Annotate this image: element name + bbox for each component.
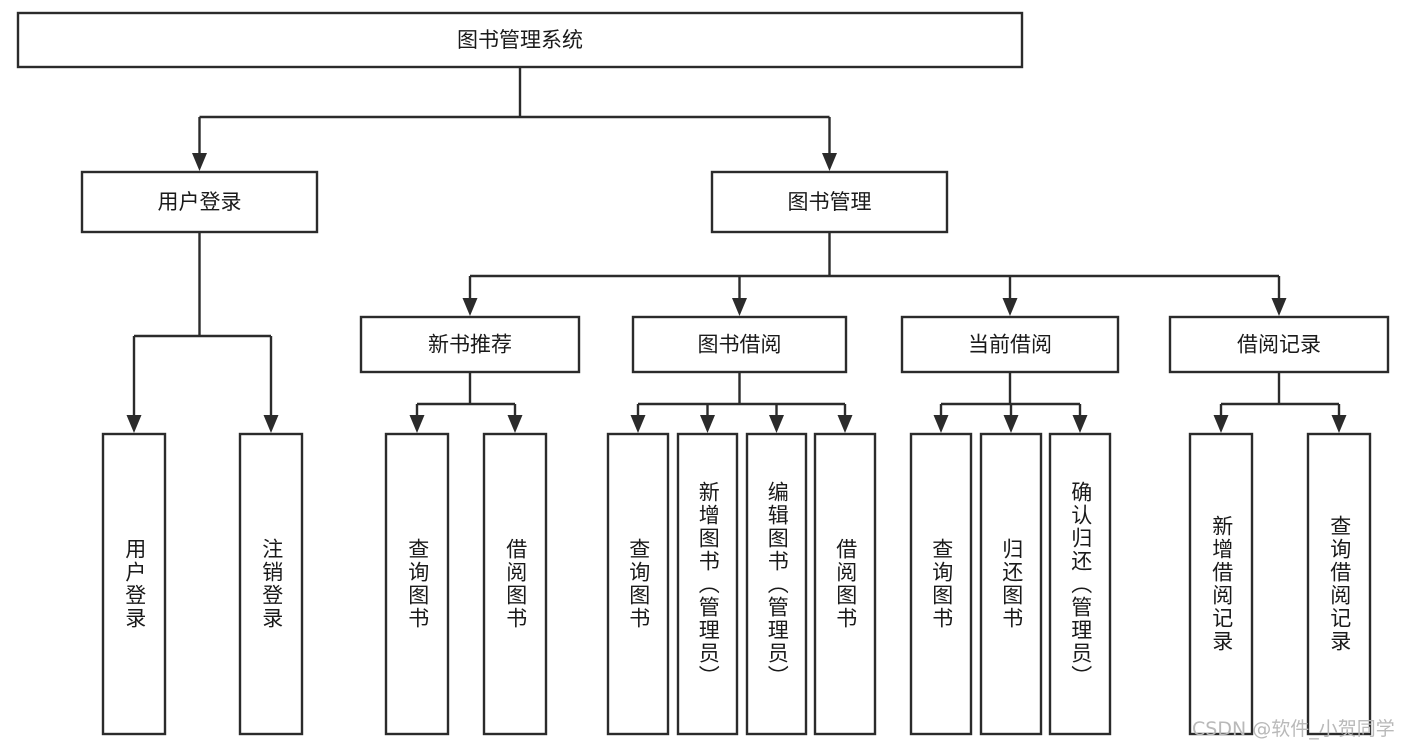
node-box-leaf_add_record[interactable] [1188, 432, 1254, 736]
node-box-borrow_record[interactable] [1168, 315, 1390, 374]
arrow-head-icon [409, 415, 425, 433]
arrow-head-icon [732, 298, 747, 316]
arrow-head-icon [1072, 415, 1088, 433]
node-box-leaf_borrow_book_2[interactable] [813, 432, 877, 736]
node-box-leaf_query_book_2[interactable] [606, 432, 670, 736]
node-box-layer [16, 11, 1390, 736]
watermark-text: CSDN @软件_小贺同学 [1192, 718, 1395, 740]
node-box-leaf_edit_book[interactable] [745, 432, 808, 736]
node-label-new_book_rec: 新书推荐 [428, 333, 512, 357]
node-label-borrow_record: 借阅记录 [1237, 333, 1321, 357]
node-box-leaf_query_book_1[interactable] [384, 432, 450, 736]
node-box-leaf_return_book[interactable] [979, 432, 1043, 736]
node-label-book_borrow: 图书借阅 [698, 333, 782, 357]
node-box-new_book_rec[interactable] [359, 315, 581, 374]
arrow-head-icon [769, 415, 784, 433]
arrow-head-icon [837, 415, 853, 433]
node-box-leaf_query_record[interactable] [1306, 432, 1372, 736]
arrow-head-icon [1002, 298, 1018, 316]
node-box-book_manage[interactable] [710, 170, 949, 234]
arrow-head-icon [1003, 415, 1019, 433]
arrow-head-icon [630, 415, 646, 433]
arrow-head-icon [1213, 415, 1229, 433]
arrow-head-icon [263, 415, 279, 433]
node-box-current_borrow[interactable] [900, 315, 1120, 374]
node-box-leaf_borrow_book_1[interactable] [482, 432, 548, 736]
arrow-head-icon [700, 415, 715, 433]
arrow-head-icon [1271, 298, 1287, 316]
arrow-head-icon [126, 415, 142, 433]
arrow-head-icon [822, 153, 837, 171]
node-box-leaf_user_login[interactable] [101, 432, 167, 736]
arrow-head-icon [933, 415, 949, 433]
arrow-head-icon [507, 415, 523, 433]
connector-layer [126, 67, 1347, 433]
node-label-current_borrow: 当前借阅 [968, 333, 1052, 357]
node-box-leaf_confirm_return[interactable] [1048, 432, 1112, 736]
node-label-root: 图书管理系统 [457, 28, 583, 52]
node-label-book_manage: 图书管理 [788, 190, 872, 214]
node-box-book_borrow[interactable] [631, 315, 848, 374]
node-box-user_login[interactable] [80, 170, 319, 234]
node-box-leaf_query_book_3[interactable] [909, 432, 973, 736]
arrow-head-icon [192, 153, 207, 171]
arrow-head-icon [1331, 415, 1347, 433]
node-box-leaf_add_book[interactable] [676, 432, 739, 736]
node-box-root[interactable] [16, 11, 1024, 69]
node-label-user_login: 用户登录 [158, 190, 242, 214]
arrow-head-icon [462, 298, 478, 316]
node-box-leaf_logout[interactable] [238, 432, 304, 736]
